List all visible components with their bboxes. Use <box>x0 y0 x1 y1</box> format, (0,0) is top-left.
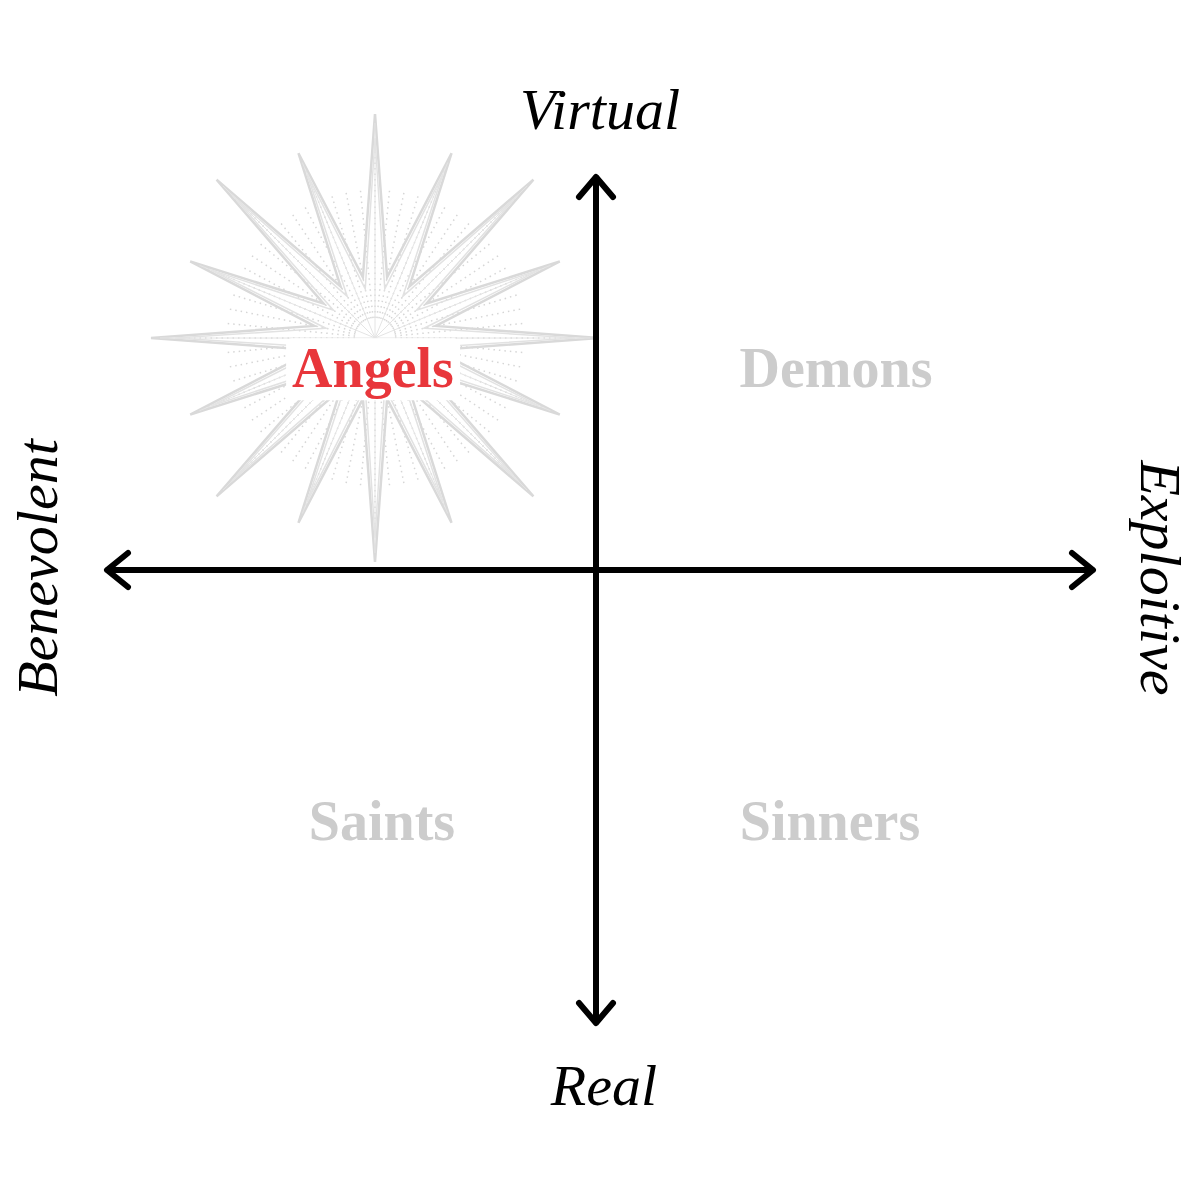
star-ray <box>392 255 500 327</box>
star-ray <box>259 243 359 325</box>
star-illustration <box>151 114 599 562</box>
quadrant-label: Saints <box>309 791 455 853</box>
star-spoke <box>302 162 375 338</box>
star-spoke <box>375 265 551 338</box>
star-spoke <box>375 162 448 338</box>
star-ray <box>292 213 364 321</box>
arrow-head <box>579 1003 613 1023</box>
star-spoke <box>375 186 527 338</box>
star-spoke <box>223 186 375 338</box>
star-spoke <box>199 265 375 338</box>
star-outline <box>151 114 599 562</box>
axis-label: Exploitive <box>1128 460 1192 695</box>
star-ray <box>388 222 470 322</box>
axis-label: Virtual <box>520 78 680 142</box>
horizontal-axis <box>108 567 1092 573</box>
axis-label: Real <box>551 1054 657 1118</box>
star-ray <box>250 255 358 327</box>
arrow-head <box>579 177 613 197</box>
arrow-head <box>107 553 128 587</box>
axis-label: Benevolent <box>6 439 70 697</box>
star-ray <box>386 213 458 321</box>
quadrant-label: Angels <box>286 338 460 400</box>
vertical-axis <box>593 178 599 1022</box>
quadrant-label: Demons <box>740 338 933 400</box>
arrow-head <box>1072 553 1093 587</box>
quadrant-label: Sinners <box>740 791 921 853</box>
star-spoke <box>375 123 376 338</box>
